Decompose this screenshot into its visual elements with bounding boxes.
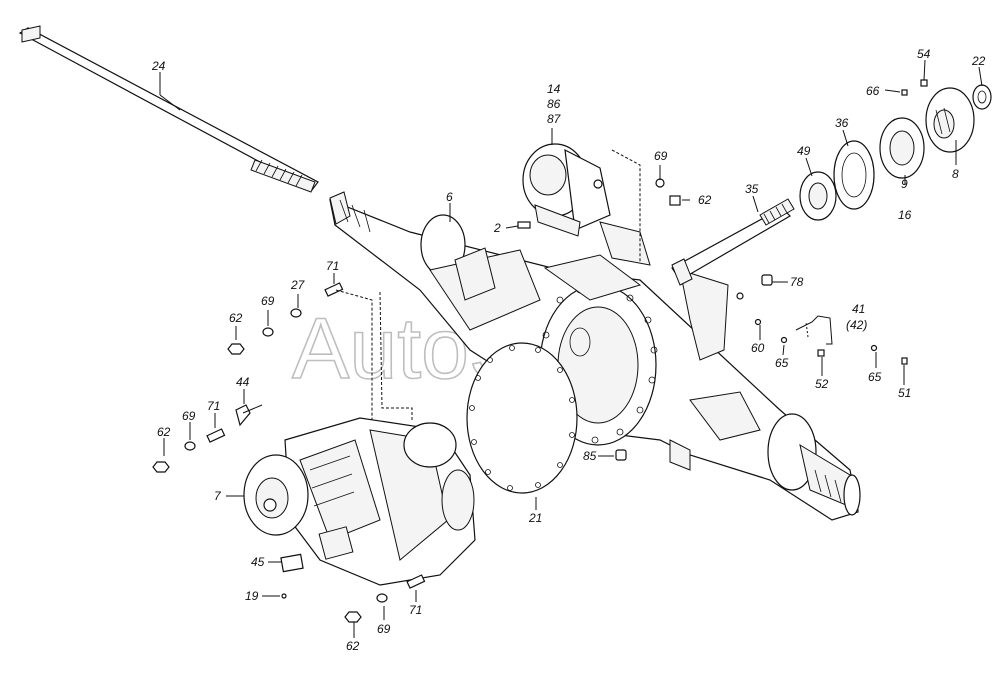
small-parts-right bbox=[517, 79, 928, 461]
gasket-21 bbox=[466, 342, 578, 494]
label-65-right: 65 bbox=[868, 370, 882, 384]
label-27: 27 bbox=[290, 278, 306, 292]
label-62-top: 62 bbox=[698, 193, 712, 207]
label-36: 36 bbox=[835, 116, 849, 130]
label-62-bottom: 62 bbox=[346, 639, 360, 653]
label-45: 45 bbox=[251, 555, 265, 569]
label-2: 2 bbox=[493, 221, 501, 235]
label-54: 54 bbox=[917, 47, 931, 61]
gasket-36 bbox=[833, 140, 875, 210]
label-24: 24 bbox=[151, 59, 166, 73]
label-21: 21 bbox=[528, 511, 542, 525]
label-7: 7 bbox=[214, 489, 222, 503]
label-71-bottom: 71 bbox=[409, 603, 422, 617]
label-71-mid: 71 bbox=[207, 399, 220, 413]
label-66: 66 bbox=[866, 84, 880, 98]
label-16: 16 bbox=[898, 208, 912, 222]
nut-22 bbox=[972, 84, 992, 110]
label-44: 44 bbox=[236, 375, 250, 389]
label-69-bottom: 69 bbox=[377, 622, 391, 636]
label-22: 22 bbox=[971, 54, 986, 68]
label-51: 51 bbox=[898, 386, 911, 400]
shaft-35 bbox=[671, 198, 795, 286]
label-69-left: 69 bbox=[261, 294, 275, 308]
label-71-top: 71 bbox=[326, 259, 339, 273]
label-19: 19 bbox=[245, 589, 259, 603]
label-86: 86 bbox=[547, 97, 561, 111]
part-labels: 24 14 86 87 69 62 6 2 35 49 36 66 54 22 … bbox=[151, 47, 986, 653]
label-14: 14 bbox=[547, 82, 561, 96]
carrier-assembly-7 bbox=[243, 417, 476, 586]
label-42: (42) bbox=[846, 318, 867, 332]
label-52: 52 bbox=[815, 377, 829, 391]
small-parts-left bbox=[152, 282, 426, 623]
label-85: 85 bbox=[583, 449, 597, 463]
label-69-top: 69 bbox=[654, 149, 668, 163]
bearing-49 bbox=[799, 171, 837, 221]
label-69-mid: 69 bbox=[182, 409, 196, 423]
flange-8 bbox=[925, 87, 975, 153]
hub-9 bbox=[879, 117, 925, 179]
label-87: 87 bbox=[547, 112, 562, 126]
label-6: 6 bbox=[446, 190, 453, 204]
label-41: 41 bbox=[852, 302, 865, 316]
label-65-left: 65 bbox=[775, 356, 789, 370]
label-9: 9 bbox=[901, 177, 908, 191]
label-62-left: 62 bbox=[229, 311, 243, 325]
leader-lines bbox=[159, 59, 983, 638]
label-8: 8 bbox=[952, 167, 959, 181]
label-35: 35 bbox=[745, 182, 759, 196]
label-62-mid: 62 bbox=[157, 425, 171, 439]
axle-shaft-24 bbox=[18, 25, 319, 193]
label-49: 49 bbox=[797, 144, 811, 158]
label-60: 60 bbox=[751, 341, 765, 355]
brake-chamber-14 bbox=[522, 143, 611, 237]
label-78: 78 bbox=[790, 275, 804, 289]
